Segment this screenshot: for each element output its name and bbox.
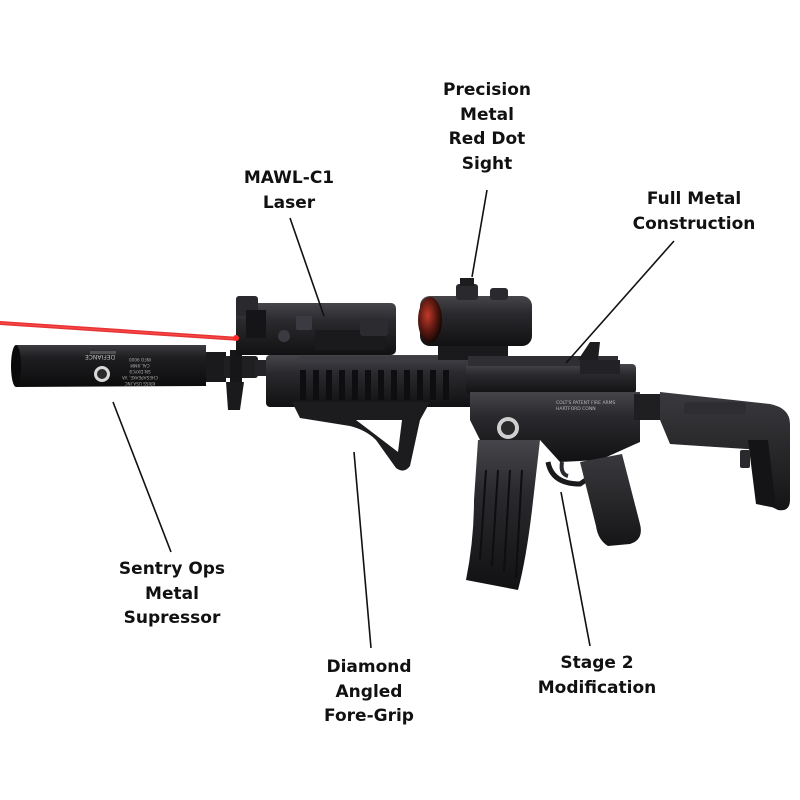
red-dot-sight (418, 278, 532, 360)
leader-line-metal (565, 240, 675, 364)
leader-line-sight (471, 189, 488, 278)
suppressor-engraving-line: KRISS USA,INC (125, 381, 156, 386)
callout-line: Sight (461, 153, 513, 174)
callout-full-metal: Full Metal Construction (633, 187, 756, 236)
callout-fore-grip: Diamond Angled Fore-Grip (324, 655, 414, 729)
callout-line: Metal (460, 104, 514, 125)
callout-line: Angled (335, 681, 403, 702)
callout-line: Fore-Grip (324, 706, 414, 726)
suppressor-brand: DEFIANCE (85, 353, 115, 360)
leader-line-grip (353, 451, 372, 649)
callout-stage-2: Stage 2 Modification (538, 651, 656, 700)
callout-line: Laser (262, 192, 316, 213)
mawl-laser-unit (233, 296, 396, 355)
suppressor-engraving-line: CAL.9MM (130, 363, 150, 368)
pistol-grip (580, 454, 641, 546)
callout-line: Precision (442, 80, 532, 100)
callout-line: Red Dot (448, 129, 526, 149)
callout-line: Stage 2 (560, 653, 634, 673)
callout-line: Supressor (123, 608, 221, 628)
upper-receiver (466, 342, 636, 394)
callout-line: Construction (632, 213, 756, 234)
suppressor-engraving-line: CHESAPEAKE, VA (122, 375, 158, 380)
suppressor-engraving: KRISS USA,INC CHESAPEAKE, VA SN:DXYC8 CA… (122, 357, 158, 386)
callout-line: Full Metal (646, 189, 742, 209)
receiver-engraving-line: COLT'S PATENT FIRE ARMS (556, 400, 616, 406)
suppressor-engraving-line: INFO 9000 (129, 357, 151, 362)
callout-line: Diamond (326, 657, 412, 677)
stock (634, 392, 790, 511)
angled-fore-grip (292, 402, 430, 471)
laser-beam (0, 321, 241, 341)
callout-line: Metal (145, 583, 199, 604)
suppressor-engraving-line: SN:DXYC8 (129, 369, 151, 374)
leader-line-stage (560, 491, 591, 647)
callout-line: MAWL-C1 (243, 168, 335, 188)
leader-line-laser (289, 217, 325, 317)
callout-line: Modification (537, 677, 657, 698)
callout-red-dot-sight: Precision Metal Red Dot Sight (443, 78, 531, 176)
leader-lines (112, 189, 675, 649)
callout-suppressor: Sentry Ops Metal Supressor (119, 557, 225, 631)
magazine (466, 440, 540, 590)
quad-rail-handguard (266, 355, 476, 407)
suppressor: DEFIANCE KRISS USA,INC CHESAPEAKE, VA SN… (11, 345, 226, 387)
callout-line: Sentry Ops (118, 559, 226, 579)
receiver-engraving-line: HARTFORD CONN (556, 406, 596, 412)
leader-line-suppressor (112, 401, 172, 553)
callout-mawl-laser: MAWL-C1 Laser (244, 166, 334, 215)
